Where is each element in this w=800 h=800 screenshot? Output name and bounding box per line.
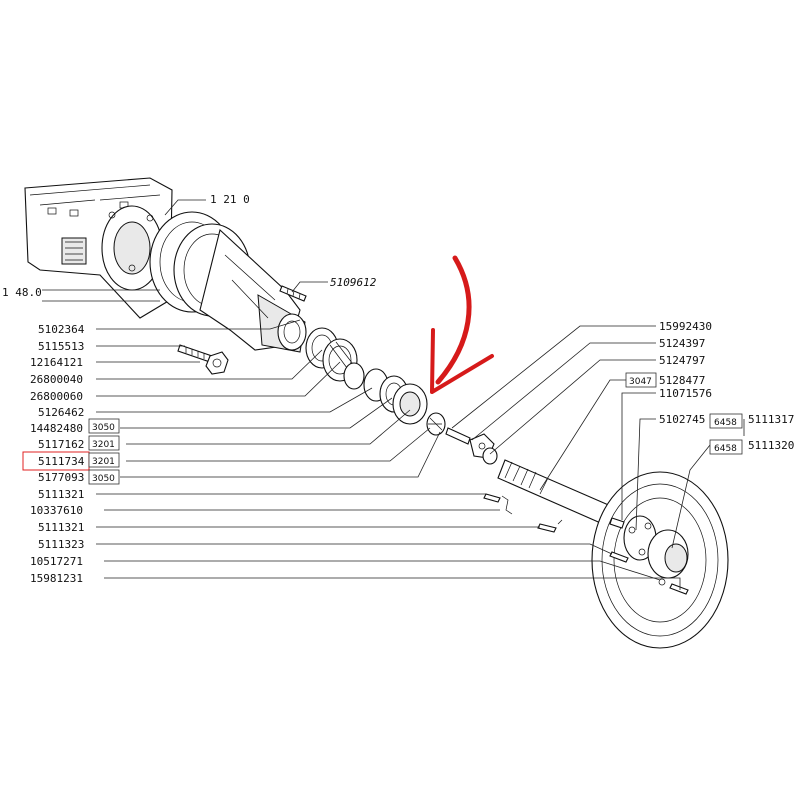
label-5115513: 5115513: [38, 340, 84, 353]
label-5102364: 5102364: [38, 323, 85, 336]
label-15981231: 15981231: [30, 572, 83, 585]
bolt: [445, 427, 471, 445]
label-5124797: 5124797: [659, 354, 705, 367]
red-curved-arrow-icon: [430, 255, 494, 394]
box-3201-b: 3201: [92, 457, 115, 467]
box-6458-a: 6458: [714, 418, 737, 428]
label-12164121: 12164121: [30, 356, 83, 369]
wheel-hub-assembly: [591, 471, 729, 649]
box-6458-b: 6458: [714, 444, 737, 454]
label-5109612: 5109612: [330, 276, 377, 289]
part-labels: 1 21 0 1 48.0 5109612 5102364 5115513 12…: [2, 193, 794, 585]
box-3050-a: 3050: [92, 423, 115, 433]
label-26800040: 26800040: [30, 373, 83, 386]
label-5111321-b: 5111321: [38, 521, 84, 534]
label-10337610: 10337610: [30, 504, 83, 517]
label-5117162: 5117162: [38, 438, 84, 451]
label-5102745: 5102745: [659, 413, 705, 426]
label-5177093: 5177093: [38, 471, 84, 484]
box-3201-a: 3201: [92, 440, 115, 450]
label-11071576: 11071576: [659, 387, 712, 400]
label-5128477: 5128477: [659, 374, 705, 387]
label-10517271: 10517271: [30, 555, 83, 568]
dowel-pin: [279, 285, 307, 302]
final-drive-housing: [149, 211, 307, 353]
label-5111320: 5111320: [748, 439, 794, 452]
label-5111321-a: 5111321: [38, 488, 84, 501]
box-3047: 3047: [629, 377, 652, 387]
label-5111734: 5111734: [38, 455, 85, 468]
label-5111323: 5111323: [38, 538, 84, 551]
label-15992430: 15992430: [659, 320, 712, 333]
box-3050-b: 3050: [92, 474, 115, 484]
retaining-clips: [483, 493, 563, 533]
leader-lines-right: [451, 325, 745, 549]
label-5126462: 5126462: [38, 406, 84, 419]
spacer-ring: [343, 362, 365, 390]
bearing-stack: [305, 327, 446, 436]
nut: [482, 447, 498, 465]
stud-and-nut: [177, 344, 229, 375]
transmission-housing: [24, 177, 173, 319]
boxed-codes: 3050 3201 3201 3050 3047 6458 6458: [88, 372, 743, 485]
label-5124397: 5124397: [659, 337, 705, 350]
label-26800060: 26800060: [30, 390, 83, 403]
label-1480: 1 48.0: [2, 286, 42, 299]
leader-lines: [42, 199, 681, 590]
label-5111317: 5111317: [748, 413, 794, 426]
label-14482480: 14482480: [30, 422, 83, 435]
label-1210: 1 21 0: [210, 193, 250, 206]
axle-shaft-group: [445, 427, 621, 529]
